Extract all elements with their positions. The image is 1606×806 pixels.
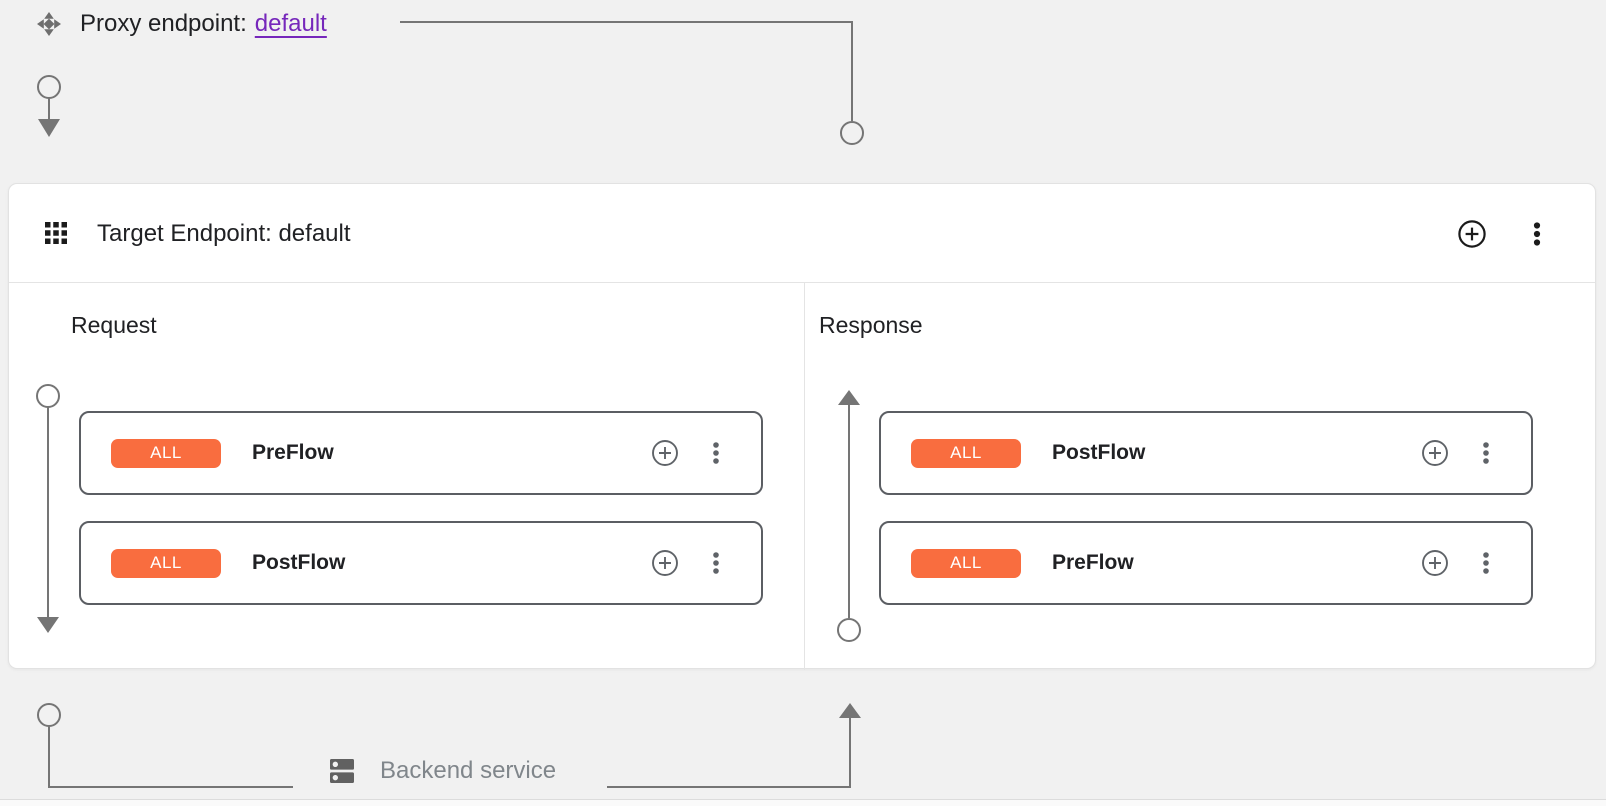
condition-badge: ALL: [111, 438, 221, 468]
add-icon[interactable]: [1457, 219, 1487, 249]
add-policy-icon[interactable]: [1420, 438, 1450, 468]
backend-service-label: Backend service: [380, 757, 557, 784]
target-endpoint-title: Target Endpoint: default: [97, 219, 351, 247]
flow-actions: [1420, 438, 1501, 468]
flow-actions: [1420, 548, 1501, 578]
more-vert-icon[interactable]: [1522, 219, 1552, 249]
flow-actions: [650, 438, 731, 468]
connector-proxy-to-target: [400, 21, 864, 145]
condition-badge: ALL: [911, 548, 1021, 578]
more-vert-icon[interactable]: [701, 548, 731, 578]
condition-badge: ALL: [911, 438, 1021, 468]
connector-from-backend: [607, 703, 861, 788]
flow-box-response-postflow[interactable]: ALL PostFlow: [879, 411, 1533, 495]
more-vert-icon[interactable]: [1471, 438, 1501, 468]
add-policy-icon[interactable]: [650, 438, 680, 468]
condition-badge: ALL: [111, 548, 221, 578]
proxy-endpoint-icon: [37, 12, 61, 36]
proxy-endpoint-text: Proxy endpoint:: [80, 10, 247, 37]
proxy-endpoint-node: Proxy endpoint: default: [34, 8, 327, 40]
target-endpoint-card: Target Endpoint: default Request Respons…: [8, 183, 1596, 670]
proxy-endpoint-link[interactable]: default: [254, 10, 327, 37]
flow-name: PostFlow: [1052, 441, 1146, 464]
flow-name: PreFlow: [252, 441, 334, 464]
backend-service-node: Backend service: [326, 755, 556, 787]
dns-server-icon: [330, 759, 354, 783]
target-endpoint-actions: [1457, 184, 1552, 283]
response-label: Response: [819, 312, 923, 338]
request-response-divider: [804, 283, 805, 670]
flow-box-response-preflow[interactable]: ALL PreFlow: [879, 521, 1533, 605]
drag-grid-icon: [45, 222, 67, 244]
proxy-endpoint-label: Proxy endpoint: default: [80, 8, 327, 40]
add-policy-icon[interactable]: [1420, 548, 1450, 578]
connector-top-left: [37, 75, 61, 137]
canvas-bottom-edge: [0, 799, 1606, 806]
connector-to-backend: [37, 703, 293, 788]
flow-box-request-postflow[interactable]: ALL PostFlow: [79, 521, 763, 605]
request-label: Request: [71, 312, 157, 338]
flow-name: PostFlow: [252, 551, 346, 574]
flow-name: PreFlow: [1052, 551, 1134, 574]
more-vert-icon[interactable]: [1471, 548, 1501, 578]
target-endpoint-header: Target Endpoint: default: [9, 184, 1595, 283]
more-vert-icon[interactable]: [701, 438, 731, 468]
flow-box-request-preflow[interactable]: ALL PreFlow: [79, 411, 763, 495]
flow-actions: [650, 548, 731, 578]
add-policy-icon[interactable]: [650, 548, 680, 578]
